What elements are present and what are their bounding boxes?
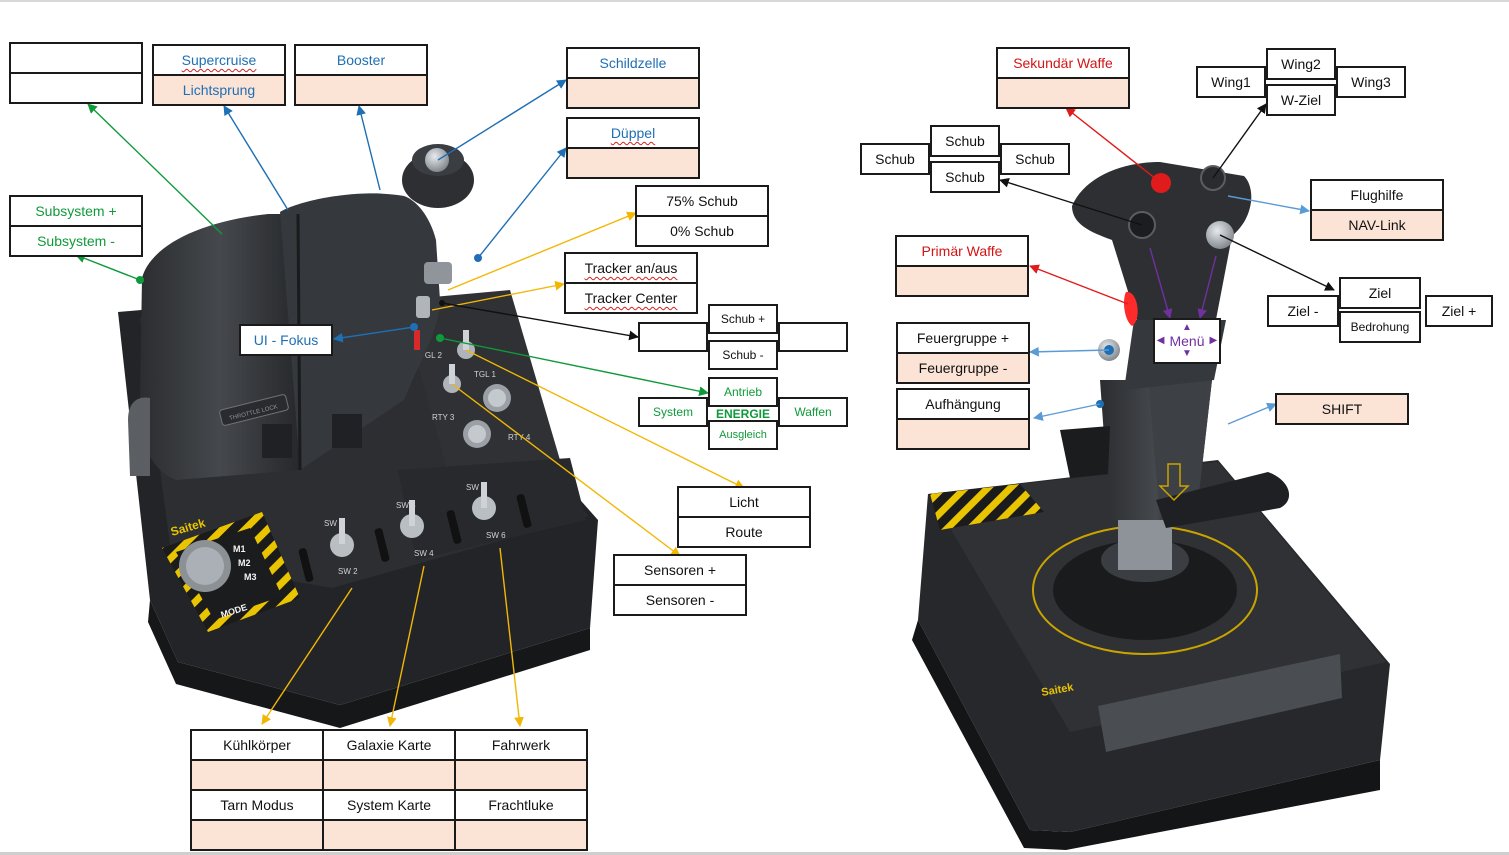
label-route: Route <box>677 516 811 548</box>
label-tracker-toggle-text: Tracker an/aus <box>584 260 678 276</box>
tgl-rotary-panel: TGL 2 TGL 1 RTY 3 RTY 4 <box>420 330 531 448</box>
label-ziel-minus: Ziel - <box>1267 295 1339 327</box>
label-tracker-toggle: Tracker an/aus <box>564 252 698 284</box>
label-rty4: RTY 4 <box>508 433 531 442</box>
grid-empty-5 <box>322 819 456 851</box>
menu-right-arrow-icon: ▶ <box>1209 335 1218 346</box>
label-wing1: Wing1 <box>1196 66 1266 98</box>
label-tgl2: TGL 2 <box>420 351 442 360</box>
joystick-brand-logo: Saitek <box>1040 681 1075 699</box>
label-feuergruppe-plus: Feuergruppe + <box>896 322 1030 354</box>
mode-m2: M2 <box>238 558 251 568</box>
label-sw2: SW 2 <box>338 567 358 576</box>
label-schub-left: Schub <box>860 143 930 175</box>
label-fahrwerk: Fahrwerk <box>454 729 588 761</box>
label-tracker-center: Tracker Center <box>564 282 698 314</box>
label-schub-75: 75% Schub <box>635 185 769 217</box>
label-sensoren-plus: Sensoren + <box>613 554 747 586</box>
label-supercruise: Supercruise <box>152 44 286 76</box>
label-nav-link: NAV-Link <box>1310 209 1444 241</box>
label-primaer-waffe: Primär Waffe <box>895 235 1029 267</box>
grid-empty-2 <box>322 759 456 791</box>
label-dueppel-empty <box>566 147 700 179</box>
label-bedrohung: Bedrohung <box>1339 311 1421 343</box>
label-wing3: Wing3 <box>1336 66 1406 98</box>
joystick-display-plate <box>1098 654 1342 752</box>
label-schildzelle-empty <box>566 77 700 109</box>
label-sensoren-minus: Sensoren - <box>613 584 747 616</box>
label-galaxie-karte: Galaxie Karte <box>322 729 456 761</box>
label-aufhaengung-empty <box>896 418 1030 450</box>
label-sw4: SW 4 <box>414 549 434 558</box>
menu-down-arrow-icon: ▼ <box>1182 348 1192 359</box>
label-schub-minus: Schub - <box>708 340 778 370</box>
label-dueppel-text: Düppel <box>610 125 656 141</box>
label-wing2: Wing2 <box>1266 48 1336 80</box>
label-feuergruppe-minus: Feuergruppe - <box>896 352 1030 384</box>
label-ziel: Ziel <box>1339 277 1421 309</box>
grid-empty-4 <box>190 819 324 851</box>
label-aufhaengung: Aufhängung <box>896 388 1030 420</box>
label-kuehlkoerper: Kühlkörper <box>190 729 324 761</box>
label-schub-right: Schub <box>1000 143 1070 175</box>
label-ziel-plus: Ziel + <box>1425 295 1493 327</box>
label-sekundaer-waffe-empty <box>996 77 1130 109</box>
throttle-unit: M1 M2 M3 MODE Saitek SW 2 SW 4 SW 6 SW 1… <box>118 144 598 728</box>
label-ui-fokus: UI - Fokus <box>239 324 333 356</box>
label-booster-empty <box>294 74 428 106</box>
joystick-unit: Saitek <box>912 162 1390 850</box>
label-subsystem-plus: Subsystem + <box>9 195 143 227</box>
label-rty3: RTY 3 <box>432 413 455 422</box>
label-schub-0: 0% Schub <box>635 215 769 247</box>
label-system-karte: System Karte <box>322 789 456 821</box>
label-menue-text: Menü <box>1169 333 1205 349</box>
label-sw1: SW 1 <box>324 519 344 528</box>
grid-empty-6 <box>454 819 588 851</box>
label-shift: SHIFT <box>1275 393 1409 425</box>
grid-empty-3 <box>454 759 588 791</box>
label-schildzelle: Schildzelle <box>566 47 700 79</box>
schub-hat-right-empty <box>778 322 848 352</box>
unassigned-box-top <box>9 42 143 74</box>
label-schub-plus: Schub + <box>708 304 778 334</box>
mode-panel: M1 M2 M3 MODE <box>162 512 300 632</box>
mode-m1: M1 <box>233 544 246 554</box>
label-sw5: SW 5 <box>466 483 486 492</box>
label-tarn-modus: Tarn Modus <box>190 789 324 821</box>
label-supercruise-text: Supercruise <box>181 52 257 68</box>
label-antrieb: Antrieb <box>708 377 778 407</box>
label-licht: Licht <box>677 486 811 518</box>
label-sw6: SW 6 <box>486 531 506 540</box>
label-tracker-center-text: Tracker Center <box>584 290 678 306</box>
mode-m3: M3 <box>244 572 257 582</box>
schub-hat-left-empty <box>638 322 708 352</box>
label-subsystem-minus: Subsystem - <box>9 225 143 257</box>
label-tgl1: TGL 1 <box>474 370 496 379</box>
label-schub-down: Schub <box>930 161 1000 193</box>
callout-lines <box>75 79 1335 727</box>
toggle-switch-row: SW 2 SW 4 SW 6 SW 1 SW 3 SW 5 <box>298 482 532 582</box>
label-flughilfe: Flughilfe <box>1310 179 1444 211</box>
label-menue: ▲ ◀ Menü ▶ ▼ <box>1153 318 1221 364</box>
label-lichtsprung: Lichtsprung <box>152 74 286 106</box>
label-dueppel: Düppel <box>566 117 700 149</box>
menu-left-arrow-icon: ◀ <box>1156 335 1165 346</box>
label-schub-up: Schub <box>930 125 1000 157</box>
label-sekundaer-waffe: Sekundär Waffe <box>996 47 1130 79</box>
label-waffen: Waffen <box>778 397 848 427</box>
label-primaer-waffe-empty <box>895 265 1029 297</box>
unassigned-box-bottom <box>9 72 143 104</box>
label-booster: Booster <box>294 44 428 76</box>
label-ausgleich: Ausgleich <box>708 420 778 450</box>
label-system: System <box>638 397 708 427</box>
grid-empty-1 <box>190 759 324 791</box>
throttle-right-grip <box>280 193 440 471</box>
label-sw3: SW 3 <box>396 501 416 510</box>
label-w-ziel: W-Ziel <box>1266 84 1336 116</box>
label-energie: ENERGIE <box>715 407 770 421</box>
menu-up-arrow-icon: ▲ <box>1182 322 1192 333</box>
label-frachtluke: Frachtluke <box>454 789 588 821</box>
